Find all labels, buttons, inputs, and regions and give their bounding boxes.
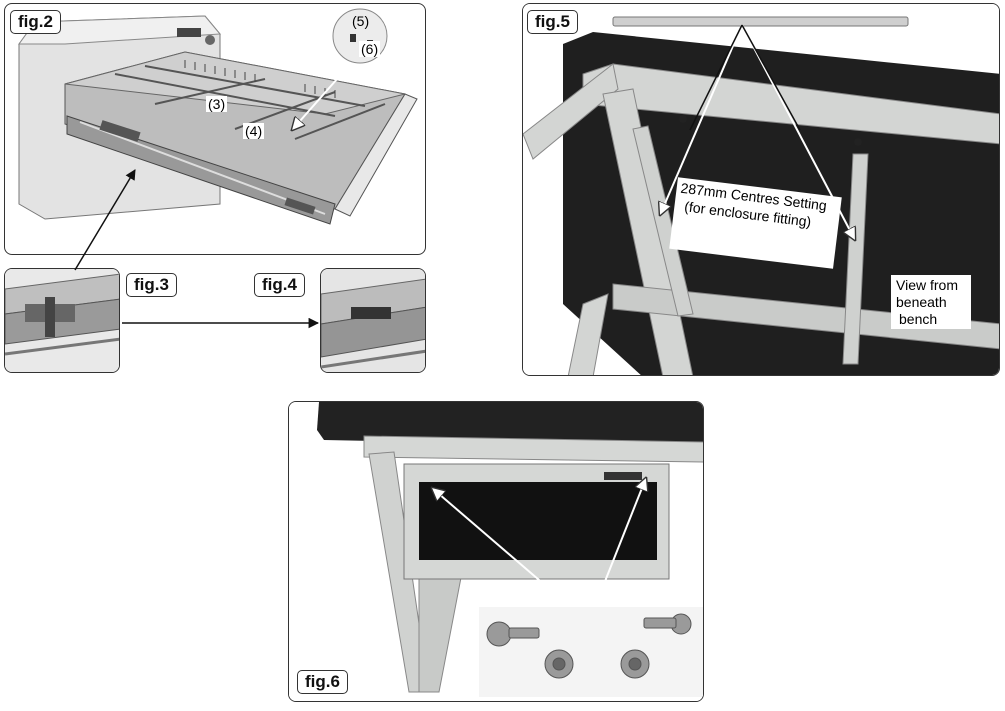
callout-3: (3) — [206, 96, 228, 112]
view-line1: View from — [896, 277, 958, 293]
callout-4: (4) — [243, 123, 265, 139]
screw-group — [486, 613, 692, 679]
view-line2: beneath — [896, 294, 947, 310]
callout-6: (6) — [359, 41, 381, 57]
fig5-panel: fig.5 287mm Centres Setting (for enclosu… — [522, 3, 1000, 376]
view-line3: bench — [899, 311, 938, 327]
fig4-panel — [320, 268, 426, 373]
callout-5: (5) — [352, 13, 370, 29]
fig3-label: fig.3 — [126, 273, 177, 297]
fig3-panel — [4, 268, 120, 373]
fig2-label: fig.2 — [10, 10, 61, 34]
fig6-label: fig.6 — [297, 670, 348, 694]
fig4-label: fig.4 — [254, 273, 305, 297]
enclosure-fitting-illustration — [289, 402, 703, 701]
fig5-label: fig.5 — [527, 10, 578, 34]
fig6-panel: fig.6 — [288, 401, 704, 702]
view-from-beneath-note: View from beneath bench — [891, 275, 971, 329]
fig2-panel: fig.2 (5) (6) (3) (4) — [4, 3, 426, 255]
runner-detail-illustration — [5, 269, 119, 372]
runner-locked-illustration — [321, 269, 425, 372]
